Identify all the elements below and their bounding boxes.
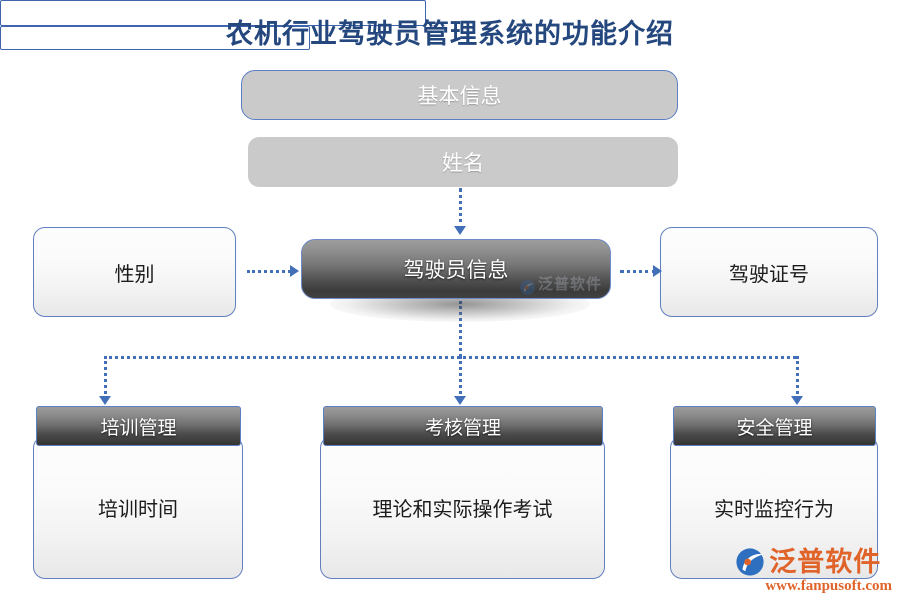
connector-driver-to-license-arrow: [653, 265, 662, 277]
node-assessment-header[interactable]: 考核管理: [323, 406, 603, 446]
node-safety-header-label: 安全管理: [736, 417, 813, 439]
node-driver-info-label: 驾驶员信息: [403, 258, 509, 282]
connector-branch-safety-arrow: [791, 396, 803, 405]
node-gender[interactable]: 性别: [33, 227, 236, 317]
node-driver-info-backplate: [0, 26, 310, 50]
node-training-body[interactable]: 培训时间: [33, 436, 243, 579]
node-safety-body-label: 实时监控行为: [714, 499, 834, 521]
node-basic-info[interactable]: 基本信息: [241, 70, 678, 120]
node-training-body-label: 培训时间: [98, 499, 178, 521]
node-name-backplate: [0, 0, 426, 26]
connector-name-to-driver-arrow: [454, 226, 466, 235]
node-driver-info[interactable]: 驾驶员信息 泛普软件: [301, 239, 611, 299]
node-safety-header[interactable]: 安全管理: [673, 406, 876, 446]
brand-watermark-url: www.fanpusoft.com: [765, 578, 892, 594]
connector-name-to-driver-line: [459, 188, 462, 230]
connector-gender-to-driver-line: [247, 270, 291, 273]
fanpu-logo-icon: [519, 277, 536, 295]
node-assessment-header-label: 考核管理: [424, 417, 501, 439]
connector-trunk-horizontal: [104, 356, 796, 359]
inline-watermark: 泛普软件: [519, 277, 602, 295]
page-title: 农机行业驾驶员管理系统的功能介绍: [226, 19, 674, 49]
connector-branch-training-arrow: [99, 396, 111, 405]
node-safety-body[interactable]: 实时监控行为: [670, 436, 878, 579]
inline-watermark-text: 泛普软件: [537, 277, 602, 293]
node-training-header-label: 培训管理: [100, 417, 177, 439]
connector-branch-safety-line: [796, 356, 799, 400]
node-license-no[interactable]: 驾驶证号: [660, 227, 878, 317]
node-assessment-body[interactable]: 理论和实际操作考试: [320, 436, 605, 579]
node-license-no-label: 驾驶证号: [729, 263, 809, 286]
node-name-label: 姓名: [442, 151, 484, 175]
connector-trunk-vertical: [459, 301, 462, 357]
node-gender-label: 性别: [114, 263, 155, 286]
node-training-header[interactable]: 培训管理: [36, 406, 241, 446]
node-basic-info-label: 基本信息: [417, 84, 502, 108]
node-name[interactable]: 姓名: [248, 137, 678, 187]
connector-branch-assessment-arrow: [454, 396, 466, 405]
connector-branch-assessment-line: [459, 356, 462, 400]
connector-branch-training-line: [104, 356, 107, 400]
connector-gender-to-driver-arrow: [290, 265, 299, 277]
connector-driver-to-license-line: [620, 270, 656, 273]
node-assessment-body-label: 理论和实际操作考试: [372, 499, 553, 521]
